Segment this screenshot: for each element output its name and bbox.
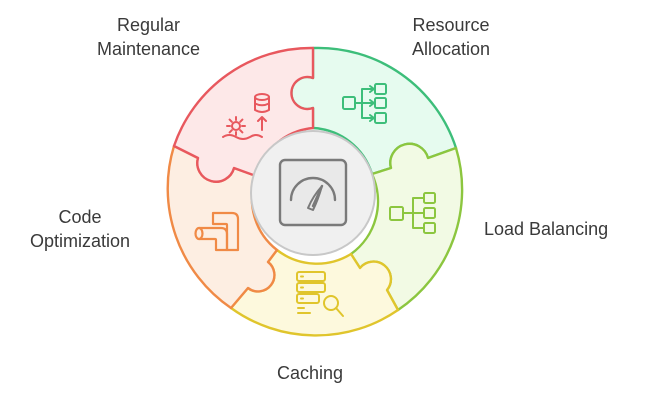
segment-regular-maintenance [172,46,315,183]
hierarchy-icon [342,83,387,124]
label-line: Load Balancing [484,219,609,239]
label-load-balancing: Load Balancing [484,217,608,241]
label-line: Maintenance [97,39,201,59]
label-line: Regular [117,15,181,35]
speedometer-icon [278,158,348,227]
label-caching: Caching [277,361,343,385]
hierarchy-icon [389,192,436,234]
label-resource-allocation: Resource Allocation [412,13,490,61]
server-search-icon [296,271,344,317]
maintenance-icon [222,93,270,140]
label-code-optimization: Code Optimization [30,205,130,253]
label-line: Resource [412,15,490,35]
label-line: Allocation [412,39,491,59]
label-line: Code [58,207,102,227]
pipe-icon [194,211,240,252]
label-regular-maintenance: Regular Maintenance [97,13,200,61]
label-line: Optimization [30,231,131,251]
label-line: Caching [277,363,344,383]
